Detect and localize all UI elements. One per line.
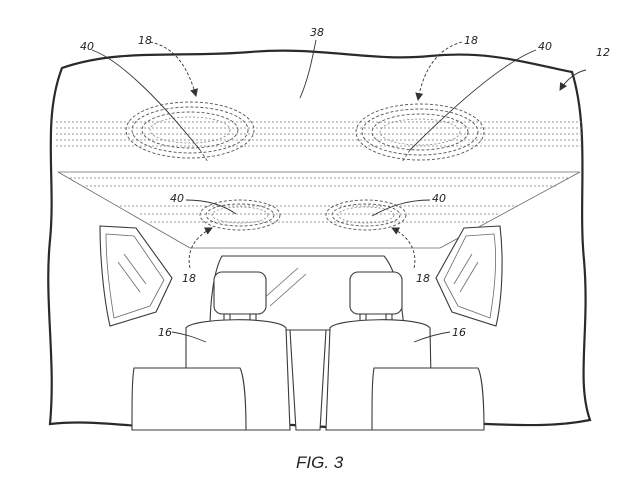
ref-label-seat-left: 16 (158, 326, 172, 339)
ref-label-seat-right: 16 (452, 326, 466, 339)
side-window-left (99, 225, 173, 327)
leader-40-outer-left (91, 49, 201, 151)
overhead-unit-inner-left (199, 199, 281, 231)
leader-40-inner-right (371, 199, 431, 217)
figure-caption: FIG. 3 (296, 453, 344, 472)
ref-label-roof-outer-right: 18 (464, 34, 478, 47)
ref-label-unit-outer-right: 40 (538, 40, 552, 53)
ref-label-roof-inner-left: 18 (182, 272, 196, 285)
leader-38 (299, 39, 317, 99)
overhead-unit-outer-right (355, 103, 485, 161)
leader-40-outer-right-hidden (401, 149, 411, 163)
ref-label-headliner: 38 (310, 26, 324, 39)
leader-18-inner-right (391, 227, 416, 269)
leader-40-inner-left (185, 199, 237, 215)
side-window-right (435, 225, 503, 327)
leader-18-inner-left (188, 227, 213, 269)
ref-label-unit-outer-left: 40 (80, 40, 94, 53)
cutaway-border (47, 49, 592, 430)
overhead-unit-inner-right (325, 199, 407, 231)
rear-seat-right (325, 271, 485, 431)
leader-40-outer-right (409, 49, 537, 151)
leader-40-outer-left-hidden (199, 149, 209, 163)
leader-18-outer-left (149, 41, 198, 97)
ref-label-roof-outer-left: 18 (138, 34, 152, 47)
center-console (289, 329, 327, 431)
ref-label-vehicle: 12 (596, 46, 610, 59)
leader-12 (559, 69, 587, 91)
leader-18-outer-right (415, 41, 463, 101)
ref-label-unit-inner-left: 40 (170, 192, 184, 205)
leader-16-left (171, 331, 207, 343)
rear-seat-left (131, 271, 291, 431)
leader-16-right (413, 331, 451, 343)
ref-label-roof-inner-right: 18 (416, 272, 430, 285)
ref-label-unit-inner-right: 40 (432, 192, 446, 205)
overhead-unit-outer-left (125, 101, 255, 159)
